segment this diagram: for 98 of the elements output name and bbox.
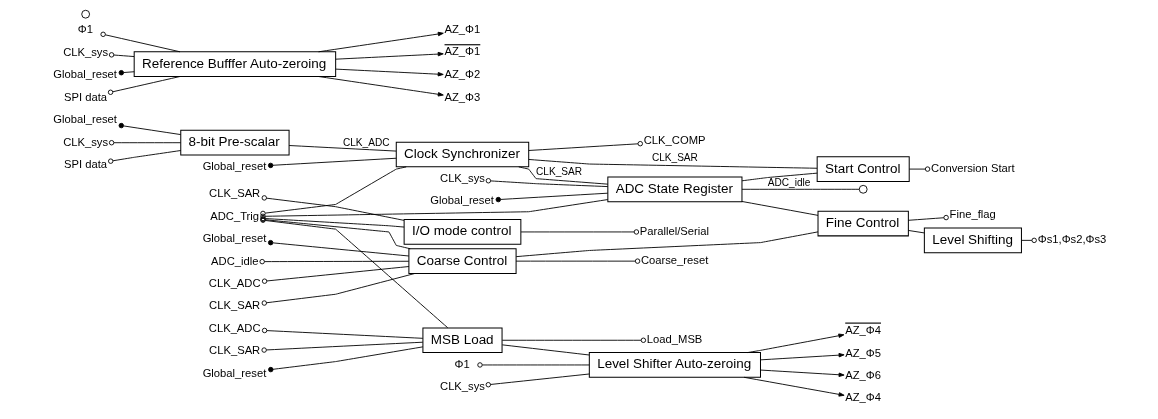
connector — [108, 52, 134, 58]
node-text: Load_MSB — [646, 333, 702, 346]
node-box: Level Shifting — [923, 227, 1022, 254]
node-text: Fine_flag — [949, 208, 996, 221]
node-box: MSB Load — [421, 327, 503, 354]
node-text: Global_reset — [202, 366, 266, 379]
node-text: CLK_ADC — [208, 321, 261, 334]
node-text: Global_reset — [202, 160, 266, 173]
connector — [261, 327, 423, 339]
connector — [741, 188, 860, 190]
node-text: AZ_Φ6 — [844, 368, 881, 381]
node-box: Coarse Control — [407, 248, 517, 274]
arrow — [759, 369, 845, 377]
arrow — [334, 68, 444, 77]
connector — [907, 214, 949, 221]
edge-label: ADC_idle — [767, 177, 810, 189]
arrow — [317, 76, 444, 97]
node-box: Clock Synchronizer — [395, 141, 529, 168]
node-text: Global_reset — [202, 232, 266, 245]
node-box: 8-bit Pre-scalar — [179, 129, 290, 156]
connector — [267, 157, 397, 169]
connector — [517, 166, 608, 185]
connector — [495, 192, 608, 203]
node-text: Global_reset — [429, 194, 494, 207]
connector — [107, 150, 181, 164]
connector — [527, 159, 817, 169]
node-text: SPI data — [63, 90, 107, 103]
node-box: I/O mode control — [403, 219, 521, 245]
connector — [261, 273, 415, 306]
connector — [267, 346, 423, 373]
node-text: AZ_Φ2 — [444, 68, 480, 81]
arrow — [746, 333, 844, 354]
node-text: AZ_Φ4 — [844, 323, 881, 336]
edge-label: CLK_SAR — [651, 151, 698, 163]
node-text: ADC_idle — [210, 254, 258, 267]
connector — [259, 166, 407, 217]
node-text: Parallel/Serial — [639, 224, 709, 237]
node-box: Start Control — [816, 156, 910, 182]
arrow — [334, 51, 444, 60]
node-text: AZ_Φ4 — [844, 391, 881, 404]
arrow — [317, 31, 444, 53]
node-circle — [858, 184, 868, 194]
connector — [108, 140, 181, 146]
connector — [259, 258, 409, 265]
connector — [485, 373, 590, 388]
node-text: Conversion Start — [930, 161, 1015, 174]
connector — [99, 31, 180, 53]
node-text: CLK_SAR — [208, 187, 260, 200]
node-text: CLK_SAR — [208, 299, 260, 312]
arrow — [743, 376, 845, 397]
connector — [118, 70, 135, 76]
node-text: Global_reset — [52, 113, 117, 126]
connector — [107, 76, 180, 95]
connector — [261, 266, 409, 284]
connector — [476, 362, 590, 368]
node-text: CLK_COMP — [643, 134, 705, 147]
connector — [907, 230, 925, 234]
connector — [501, 337, 646, 343]
edge-label: CLK_SAR — [535, 166, 582, 178]
connector — [515, 258, 640, 264]
node-text: AZ_Φ3 — [444, 90, 480, 103]
connector — [741, 201, 818, 216]
node-text: Coarse_reset — [640, 253, 708, 266]
node-text: Φ1 — [454, 357, 470, 370]
node-box: Reference Bufffer Auto-zeroing — [133, 51, 336, 77]
node-box: Level Shifter Auto-zeroing — [588, 352, 761, 378]
node-text: CLK_SAR — [208, 344, 260, 357]
connector — [527, 141, 643, 151]
connector — [1020, 237, 1037, 244]
node-box: Fine Control — [817, 210, 909, 237]
node-text: Φs1,Φs2,Φs3 — [1037, 233, 1106, 246]
node-text: ADC_Trig — [209, 209, 259, 222]
connector — [259, 199, 608, 219]
node-text: AZ_Φ5 — [844, 346, 881, 359]
node-text: AZ_Φ1 — [444, 23, 480, 36]
node-text: CLK_sys — [62, 135, 108, 148]
connector — [267, 239, 409, 257]
node-text: Global_reset — [52, 68, 117, 81]
node-text: CLK_ADC — [208, 276, 261, 289]
connector — [501, 344, 590, 356]
node-text: CLK_sys — [439, 380, 485, 393]
connector — [485, 178, 608, 188]
node-box: ADC State Register — [606, 176, 742, 203]
connector — [118, 122, 181, 135]
connector — [288, 145, 397, 152]
connector — [520, 229, 639, 235]
arrow — [759, 352, 845, 361]
node-text: SPI data — [63, 157, 107, 170]
node-text: CLK_sys — [62, 45, 108, 58]
connector — [741, 172, 818, 182]
connector — [515, 231, 818, 258]
connector — [260, 341, 423, 353]
node-circle — [80, 9, 90, 19]
node-text: CLK_sys — [439, 172, 485, 184]
node-text: Φ1 — [77, 23, 93, 36]
edge-label: CLK_ADC — [342, 136, 390, 148]
connector — [908, 166, 930, 172]
node-text: AZ_Φ1 — [444, 45, 480, 58]
